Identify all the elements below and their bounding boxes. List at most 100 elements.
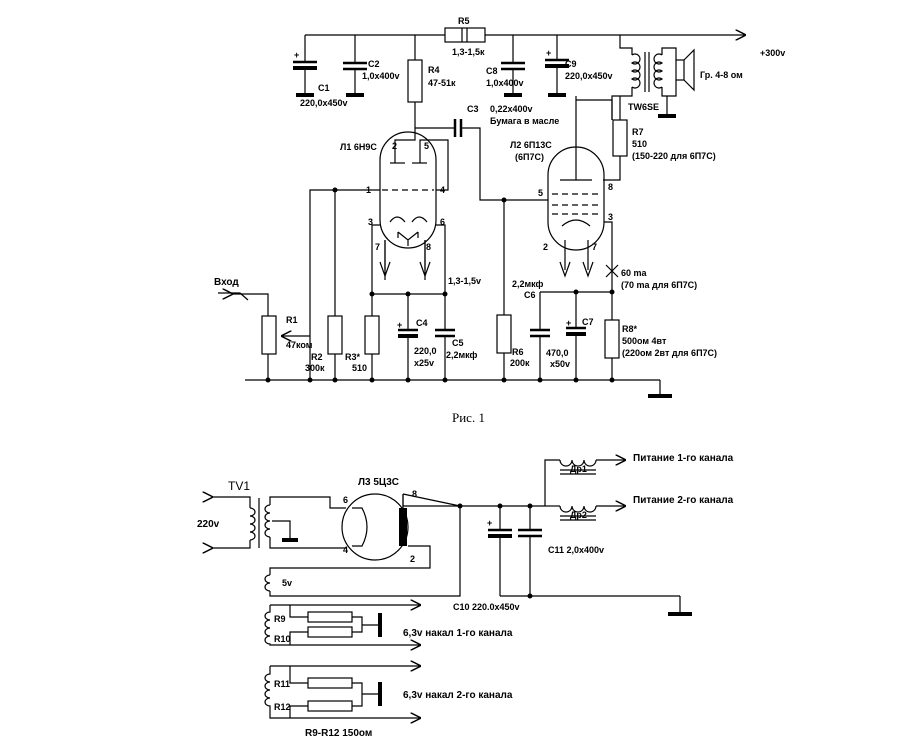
c9-label: C9 <box>565 59 577 69</box>
c7-label: C7 <box>582 317 594 327</box>
svg-text:4: 4 <box>343 545 348 555</box>
svg-text:8: 8 <box>608 182 613 192</box>
r4-resistor <box>407 59 423 103</box>
r8-label: R8* <box>622 324 638 334</box>
r7-resistor <box>612 119 628 157</box>
vk1-label: 1,3-1,5v <box>448 276 481 286</box>
tv1-hv-winding <box>264 504 271 538</box>
c6-value: 2,2мкф <box>512 279 544 289</box>
c2-value: 1,0х400v <box>362 71 400 81</box>
figure-1-amplifier: R5 1,3-1,5к +300v + C1 220,0х450v C2 1,0… <box>214 16 785 425</box>
c10-label: C10 220.0х450v <box>453 602 520 612</box>
svg-text:+: + <box>546 48 551 58</box>
r11-resistor <box>307 677 353 689</box>
r3-label: R3* <box>345 352 361 362</box>
current-label: 60 ma <box>621 268 648 278</box>
r6-label: R6 <box>512 347 524 357</box>
svg-text:7: 7 <box>592 242 597 252</box>
figure-1-caption: Рис. 1 <box>452 410 485 425</box>
r8-value: 500ом 4вт <box>622 336 667 346</box>
r10-resistor <box>307 626 353 638</box>
l1-label: Л1 6Н9С <box>340 142 377 152</box>
r7-label: R7 <box>632 127 644 137</box>
l2-label: Л2 6П13С <box>510 140 552 150</box>
svg-text:2: 2 <box>392 141 397 151</box>
mains-label: 220v <box>197 519 220 530</box>
r11-label: R11 <box>274 679 290 689</box>
dr1-label: Др1 <box>570 464 587 474</box>
tv1-label: TV1 <box>228 479 250 493</box>
c7-value-1: 470,0 <box>546 348 569 358</box>
c8-value: 1,0х400v <box>486 78 524 88</box>
r2-resistor <box>327 315 343 355</box>
svg-text:6: 6 <box>440 217 445 227</box>
l2-alt-label: (6П7С) <box>515 152 544 162</box>
c6-label: C6 <box>524 290 536 300</box>
svg-text:2: 2 <box>543 242 548 252</box>
c5-value: 2,2мкф <box>446 350 478 360</box>
output-2-label: Питание 2-го канала <box>633 495 734 506</box>
r1-label: R1 <box>286 315 298 325</box>
svg-text:+: + <box>397 320 402 330</box>
c3-value: 0,22х400v <box>490 104 533 114</box>
dr1-choke <box>559 459 597 467</box>
svg-text:6: 6 <box>343 495 348 505</box>
c3-type: Бумага в масле <box>490 116 559 126</box>
c7-value-2: х50v <box>550 359 570 369</box>
r6-value: 200к <box>510 358 530 368</box>
tube-l1 <box>379 131 437 249</box>
r10-label: R10 <box>274 634 291 644</box>
r8-resistor <box>604 319 620 359</box>
c1-value: 220,0х450v <box>300 98 348 108</box>
v5-label: 5v <box>282 578 292 588</box>
c11-label: C11 2,0х400v <box>548 545 604 555</box>
r5-value: 1,3-1,5к <box>452 47 485 57</box>
figure-2-power-supply: TV1 220v Л3 5Ц3С 6 8 4 2 5v + C10 220.0х… <box>197 453 734 739</box>
r9-label: R9 <box>274 614 286 624</box>
heater-1-label: 6,3v накал 1-го канала <box>403 628 513 639</box>
svg-text:5: 5 <box>538 188 543 198</box>
dr2-label: Др2 <box>570 510 587 520</box>
r1-value: 47ком <box>286 340 313 350</box>
dr2-choke <box>559 505 597 513</box>
ot-primary-winding <box>630 53 641 89</box>
svg-text:+: + <box>294 50 299 60</box>
speaker <box>675 59 685 81</box>
svg-text:4: 4 <box>440 185 445 195</box>
transformer-label: TW6SE <box>628 102 659 112</box>
tv1-5v-winding <box>264 574 271 592</box>
c8-label: C8 <box>486 66 498 76</box>
tube-l3 <box>341 493 409 561</box>
r9-resistor <box>307 611 353 623</box>
r7-alt-value: (150-220 для 6П7С) <box>632 151 716 161</box>
resistor-value-label: R9-R12 150ом <box>305 728 372 739</box>
r3-value: 510 <box>352 363 367 373</box>
r3-resistor <box>364 315 380 355</box>
svg-text:+: + <box>566 318 571 328</box>
c2-label: C2 <box>368 59 380 69</box>
ot-primary-top-lead <box>619 35 633 55</box>
heater-2-label: 6,3v накал 2-го канала <box>403 690 513 701</box>
r2-value: 300к <box>305 363 325 373</box>
svg-text:+: + <box>487 518 492 528</box>
r8-alt-value: (220ом 2вт для 6П7С) <box>622 348 717 358</box>
r7-value: 510 <box>632 139 647 149</box>
c5-label: C5 <box>452 338 464 348</box>
r6-resistor <box>496 314 512 354</box>
heater-winding-1 <box>264 605 420 645</box>
c4-value-2: х25v <box>414 358 434 368</box>
r1-potentiometer <box>261 315 277 355</box>
svg-text:3: 3 <box>608 212 613 222</box>
input-label: Вход <box>214 277 239 288</box>
c9-value: 220,0х450v <box>565 71 613 81</box>
c1-label: C1 <box>318 83 330 93</box>
supply-label: +300v <box>760 48 785 58</box>
svg-text:3: 3 <box>368 217 373 227</box>
r2-label: R2 <box>311 352 323 362</box>
tv1-primary-winding <box>249 507 256 541</box>
r5-label: R5 <box>458 16 470 26</box>
c4-value-1: 220,0 <box>414 346 437 356</box>
current-measure-point <box>605 264 619 278</box>
ot-secondary-winding <box>653 53 664 89</box>
